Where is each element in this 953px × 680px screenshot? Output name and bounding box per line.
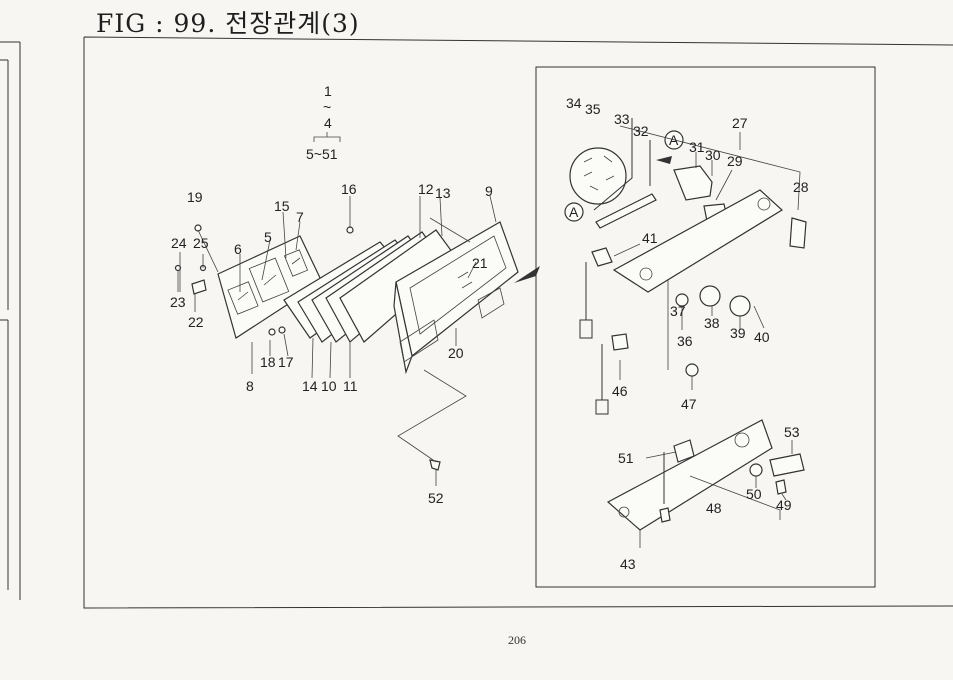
callout-23: 23 [170, 294, 186, 310]
leader-arrow [514, 266, 540, 283]
callout-37: 37 [670, 303, 686, 319]
callout-14: 14 [302, 378, 318, 394]
callout-13: 13 [435, 185, 451, 201]
callout-11: 11 [343, 378, 358, 394]
callout-6: 6 [234, 241, 242, 257]
callout-range: 1 ~ 4 5~51 [306, 83, 341, 162]
socket-51 [673, 439, 695, 463]
figure-title: FIG : 99. 전장관계(3) [96, 9, 360, 38]
socket-46 [611, 333, 629, 351]
callout-43: 43 [620, 556, 636, 572]
callout-20: 20 [448, 345, 464, 361]
outer-frame [83, 36, 953, 609]
callout-5: 5 [264, 229, 272, 245]
clip-28 [789, 217, 807, 249]
socket-41 [591, 247, 613, 267]
clip-49 [775, 479, 787, 495]
nut-50 [749, 463, 763, 477]
knob-38 [699, 285, 721, 307]
callout-32: 32 [633, 123, 649, 139]
housing-side [393, 281, 413, 375]
callout-46: 46 [612, 383, 628, 399]
callout-52: 52 [428, 490, 444, 506]
callout-A: A [669, 132, 679, 148]
callout-36: 36 [677, 333, 693, 349]
callout-35: 35 [585, 101, 601, 117]
callout-39: 39 [730, 325, 746, 341]
callout-12: 12 [418, 181, 434, 197]
detail-frame [535, 66, 876, 588]
callout-38: 38 [704, 315, 720, 331]
callout-27: 27 [732, 115, 748, 131]
connector-53 [769, 453, 805, 477]
callout-4: 4 [324, 115, 332, 131]
callout-24: 24 [171, 235, 187, 251]
knob-39 [729, 295, 751, 317]
callout-tilde: ~ [323, 99, 331, 115]
callout-21: 21 [472, 255, 488, 271]
bulb-17 [278, 326, 286, 334]
detail-assembly [564, 118, 807, 548]
callout-7: 7 [296, 209, 304, 225]
bulb-18 [268, 328, 276, 336]
bracket-22 [191, 279, 207, 295]
callout-47: 47 [681, 396, 697, 412]
callout-33: 33 [614, 111, 630, 127]
callout-A: A [569, 204, 579, 220]
callout-22: 22 [188, 314, 204, 330]
screw-19 [194, 224, 202, 232]
callout-labels-left: 19 24 25 6 5 15 7 16 12 13 9 23 22 21 8 … [170, 181, 493, 506]
callout-5-51: 5~51 [306, 146, 338, 162]
callout-30: 30 [705, 147, 721, 163]
meter-unit [673, 165, 713, 201]
lower-plate [606, 419, 773, 531]
callout-41: 41 [642, 230, 658, 246]
callout-34: 34 [566, 95, 582, 111]
callout-1: 1 [324, 83, 332, 99]
callout-19: 19 [187, 189, 203, 205]
grommet-47 [685, 363, 699, 377]
callout-17: 17 [278, 354, 294, 370]
ref-circle-A [564, 202, 584, 222]
callout-10: 10 [321, 378, 337, 394]
callout-labels-right: 34 35 33 32 A 31 30 29 27 28 A 41 37 38 … [566, 95, 809, 572]
callout-16: 16 [341, 181, 357, 197]
screw-52 [429, 459, 441, 471]
callout-8: 8 [246, 378, 254, 394]
cable-32 [595, 193, 657, 229]
callout-50: 50 [746, 486, 762, 502]
callout-31: 31 [689, 139, 705, 155]
socket-ring [569, 147, 627, 205]
callout-9: 9 [485, 183, 493, 199]
callout-53: 53 [784, 424, 800, 440]
instrument-cluster-exploded [174, 195, 519, 486]
callout-29: 29 [727, 153, 743, 169]
callout-49: 49 [776, 497, 792, 513]
callout-48: 48 [706, 500, 722, 516]
callout-40: 40 [754, 329, 770, 345]
callout-28: 28 [793, 179, 809, 195]
page-number: 206 [508, 633, 526, 647]
callout-15: 15 [274, 198, 290, 214]
callout-18: 18 [260, 354, 276, 370]
callout-25: 25 [193, 235, 209, 251]
mounting-plate [612, 189, 783, 293]
callout-51: 51 [618, 450, 634, 466]
